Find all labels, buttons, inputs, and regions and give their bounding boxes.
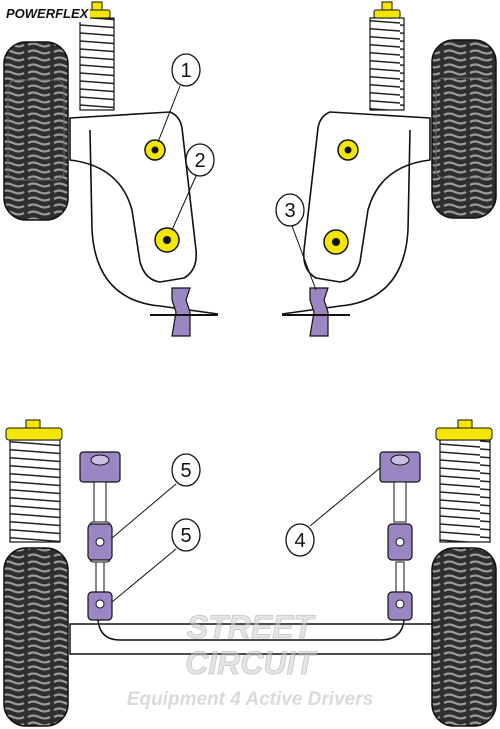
right-rear-spring xyxy=(435,419,493,543)
watermark-tagline: Equipment 4 Active Drivers xyxy=(127,689,373,710)
left-front-wheel xyxy=(3,41,69,221)
left-rear-spring xyxy=(5,419,63,543)
street-circuit-watermark: STREET CIRCUIT Equipment 4 Active Driver… xyxy=(127,609,373,710)
watermark-logo-line1: STREET xyxy=(187,609,316,645)
powerflex-logo: POWERFLEX xyxy=(2,2,90,22)
callout-3-label: 3 xyxy=(284,200,295,222)
callout-5-lower-label: 5 xyxy=(180,525,191,547)
left-rear-damper xyxy=(79,451,121,621)
front-suspension-view: POWERFLEX xyxy=(2,1,497,337)
left-front-spring xyxy=(79,17,115,111)
callout-5-upper: 5 xyxy=(111,453,201,539)
brand-logo-text: POWERFLEX xyxy=(6,6,90,21)
callout-2-label: 2 xyxy=(194,150,205,172)
callout-3: 3 xyxy=(275,193,317,291)
callout-2: 2 xyxy=(171,143,215,231)
right-lower-arm xyxy=(281,111,431,315)
right-subframe-mount xyxy=(282,287,350,337)
left-subframe-mount xyxy=(150,287,218,337)
callout-4-label: 4 xyxy=(294,530,305,552)
callout-4: 4 xyxy=(285,467,381,557)
right-front-wheel xyxy=(431,39,497,219)
left-lower-arm xyxy=(69,111,219,315)
rear-axle-beam xyxy=(69,619,433,655)
right-rear-wheel xyxy=(431,547,497,727)
right-spring-top-mount xyxy=(373,1,401,19)
left-rear-wheel xyxy=(3,547,69,727)
callout-1: 1 xyxy=(157,53,201,143)
callout-5-lower: 5 xyxy=(111,518,201,603)
callout-1-label: 1 xyxy=(180,60,191,82)
right-rear-damper xyxy=(379,451,421,621)
right-front-spring xyxy=(369,17,405,111)
callout-5-upper-label: 5 xyxy=(180,460,191,482)
watermark-logo-line2: CIRCUIT xyxy=(185,645,317,681)
rear-suspension-view: 5 5 4 STREET CIRCUIT Equipment 4 Active … xyxy=(3,419,497,727)
left-spring-top-mount xyxy=(83,1,111,19)
